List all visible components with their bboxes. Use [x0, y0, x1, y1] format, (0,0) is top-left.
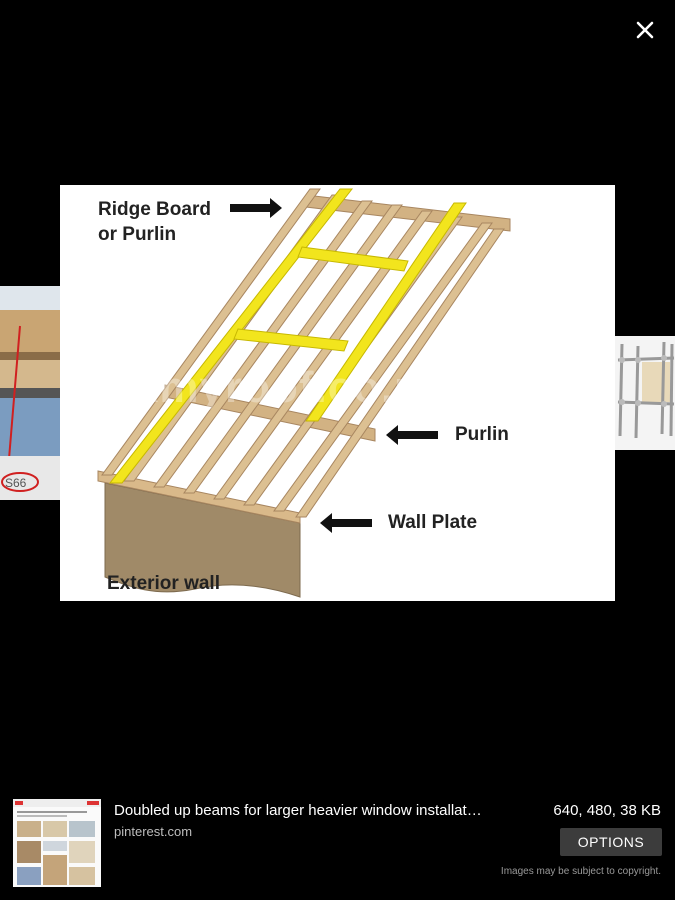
- close-icon: [636, 21, 654, 39]
- previous-image-preview[interactable]: S66: [0, 286, 60, 500]
- exterior-wall-label: Exterior wall: [107, 573, 220, 594]
- wall-plate-label: Wall Plate: [388, 512, 478, 533]
- ridge-board-label: Ridge Board or Purlin: [98, 199, 211, 245]
- options-button[interactable]: OPTIONS: [560, 828, 662, 856]
- purlin-label: Purlin: [455, 424, 509, 445]
- result-source[interactable]: pinterest.com: [114, 824, 193, 839]
- watermark-text: fixmyroof.co.uk: [105, 363, 448, 412]
- copyright-notice: Images may be subject to copyright.: [500, 866, 661, 877]
- svg-text:S66: S66: [5, 476, 27, 490]
- result-title[interactable]: Doubled up beams for larger heavier wind…: [114, 802, 482, 819]
- next-image-preview[interactable]: [614, 336, 675, 450]
- source-page-thumbnail[interactable]: [13, 799, 101, 887]
- main-image[interactable]: fixmyroof.co.uk Ridge Board or Purlin Pu…: [60, 185, 615, 601]
- roof-framing-diagram: [60, 185, 615, 601]
- close-button[interactable]: [627, 12, 663, 48]
- image-info-bar: Doubled up beams for larger heavier wind…: [0, 790, 675, 900]
- image-dimensions: 640, 480, 38 KB: [553, 802, 661, 819]
